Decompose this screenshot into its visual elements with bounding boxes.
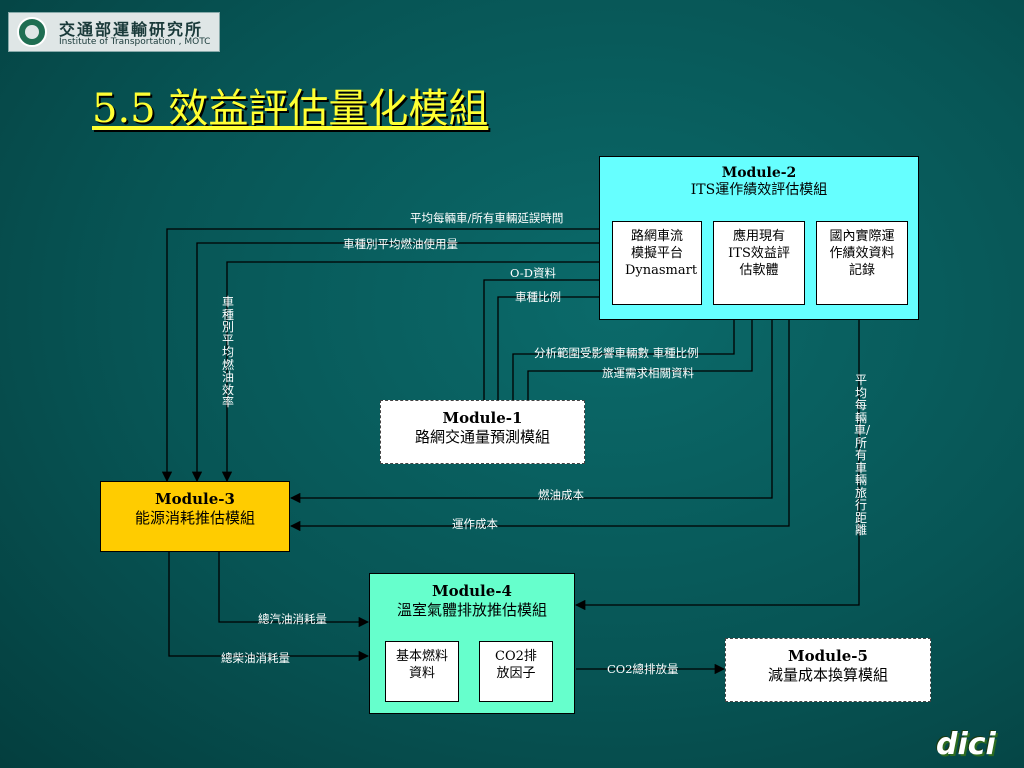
arrow-gasoline <box>218 552 370 628</box>
arrow-travel-demand <box>527 304 758 400</box>
module-2-name: Module-2 <box>721 165 797 181</box>
module-5-name: Module-5 <box>788 647 868 665</box>
dici-logo: dici <box>936 727 996 762</box>
arrow-od-data <box>483 274 612 400</box>
motc-emblem-icon <box>17 17 47 47</box>
module-2-dynasmart-box: 路網車流模擬平台Dynasmart <box>612 221 702 305</box>
module-2-records-box: 國內實際運作績效資料記錄 <box>816 221 908 305</box>
module-1-name: Module-1 <box>442 409 523 427</box>
module-4-fuel-data-box: 基本燃料資料 <box>385 641 459 702</box>
institute-logo: 交通部運輸研究所 Institute of Transportation , M… <box>8 12 220 52</box>
module-3-box: Module-3 能源消耗推估模組 <box>100 481 290 552</box>
arrow-fuel-cost <box>289 306 773 504</box>
module-1-box: Module-1 路網交通量預測模組 <box>380 400 585 464</box>
label-delay-time: 平均每輛車/所有車輛延誤時間 <box>410 211 564 225</box>
arrow-delay-time <box>161 228 614 483</box>
label-fuel-efficiency: 車種別平均燃油效率 <box>221 295 234 409</box>
slide-title: 5.5 效益評估量化模組 <box>92 86 489 132</box>
arrow-diesel <box>168 552 370 662</box>
module-4-title: 溫室氣體排放推估模組 <box>396 601 547 619</box>
label-travel-demand: 旅運需求相關資料 <box>602 366 694 380</box>
label-op-cost: 運作成本 <box>452 517 498 531</box>
logo-english-name: Institute of Transportation , MOTC <box>59 37 211 47</box>
label-diesel: 總柴油消耗量 <box>221 651 290 665</box>
module-1-title: 路網交通量預測模組 <box>414 428 550 446</box>
module-4-name: Module-4 <box>432 582 512 600</box>
label-gasoline: 總汽油消耗量 <box>258 612 327 626</box>
arrow-travel-distance <box>574 320 860 611</box>
module-5-title: 減量成本換算模組 <box>767 666 888 684</box>
label-co2-total: CO2總排放量 <box>607 662 679 676</box>
label-analysis-range: 分析範圍受影響車輛數 車種比例 <box>534 346 699 360</box>
arrow-analysis-range <box>512 304 740 400</box>
label-vehicle-ratio: 車種比例 <box>515 290 561 304</box>
arrow-fuel-efficiency <box>221 261 614 483</box>
module-4-co2-factor-box: CO2排放因子 <box>479 641 553 702</box>
arrow-op-cost <box>289 306 790 532</box>
module-3-title: 能源消耗推估模組 <box>134 509 255 527</box>
label-fuel-use: 車種別平均燃油使用量 <box>343 237 458 251</box>
arrow-fuel-use <box>191 242 614 483</box>
arrow-vehicle-ratio <box>497 291 612 400</box>
label-od: O-D資料 <box>510 266 556 280</box>
module-2-its-software-box: 應用現有ITS效益評估軟體 <box>713 221 805 305</box>
logo-chinese-name: 交通部運輸研究所 <box>59 20 204 39</box>
label-travel-distance: 平均每輛車/所有車輛旅行距離 <box>854 373 871 537</box>
module-5-box: Module-5 減量成本換算模組 <box>725 638 931 702</box>
module-3-name: Module-3 <box>155 490 235 508</box>
label-fuel-cost: 燃油成本 <box>538 488 584 502</box>
module-2-title: ITS運作績效評估模組 <box>690 182 828 198</box>
